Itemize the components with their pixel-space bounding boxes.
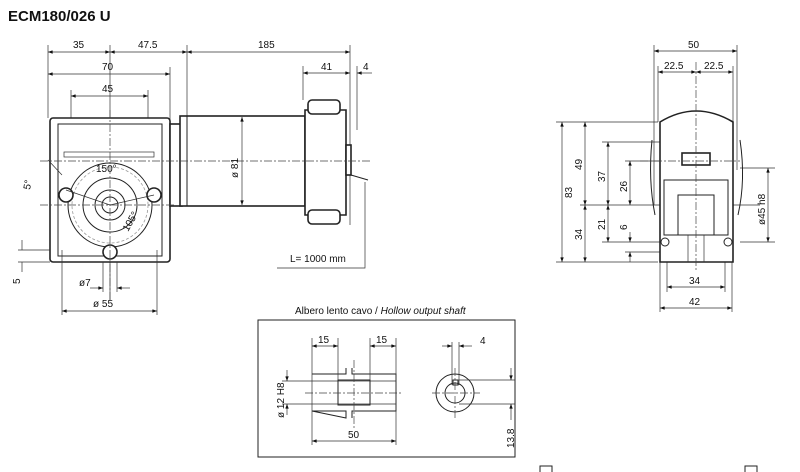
flange-diameter: ø 55 <box>93 299 113 310</box>
detail-frame <box>257 319 516 458</box>
dim-26: 26 <box>619 180 630 192</box>
dim-50: 50 <box>688 40 700 51</box>
dim-34-vertical: 34 <box>574 228 585 240</box>
drawing-title: ECM180/026 U <box>8 8 111 25</box>
hollow-shaft-detail: Albero lento cavo / Hollow output shaft … <box>257 306 517 458</box>
dim-45: 45 <box>102 84 114 95</box>
pilot-diameter: ø45 h8 <box>757 193 768 225</box>
dim-21: 21 <box>597 218 608 230</box>
gearbox-front <box>659 110 734 263</box>
dim-22-5-left: 22.5 <box>664 61 684 72</box>
dim-185: 185 <box>258 40 275 51</box>
dim-42: 42 <box>689 297 701 308</box>
bore-diameter: ø 12 H8 <box>276 382 287 418</box>
dim-70: 70 <box>102 62 114 73</box>
dim-5: 5 <box>12 278 23 284</box>
dim-15-right: 15 <box>376 335 388 346</box>
angle-150: 150° <box>96 164 117 175</box>
dim-47-5: 47.5 <box>138 40 158 51</box>
angle-5: 5° <box>22 179 34 190</box>
dim-83: 83 <box>564 186 575 198</box>
front-view: 50 22.5 22.5 83 49 34 37 21 26 6 ø45 h8 … <box>556 40 775 312</box>
dim-49: 49 <box>574 158 585 170</box>
dim-35: 35 <box>73 40 85 51</box>
cable <box>350 174 369 181</box>
hollow-shaft-caption-en: Hollow output shaft <box>381 306 467 317</box>
dim-6: 6 <box>619 224 630 230</box>
partial-box <box>539 465 553 472</box>
dim-15-left: 15 <box>318 335 330 346</box>
side-view: 35 47.5 185 70 45 41 4 150° 105° 5° <box>12 40 372 315</box>
hole-diameter: ø7 <box>79 278 91 289</box>
dim-41: 41 <box>321 62 333 73</box>
hollow-shaft-caption-it: Albero lento cavo / Hollow output shaft <box>295 306 467 317</box>
partial-box <box>744 465 758 472</box>
dim-50-shaft: 50 <box>348 430 360 441</box>
motor-end-cap <box>304 109 347 216</box>
cable-length: L= 1000 mm <box>290 254 346 265</box>
dim-4: 4 <box>363 62 369 73</box>
dim-34-bottom: 34 <box>689 276 701 287</box>
dim-37: 37 <box>597 170 608 182</box>
dim-22-5-right: 22.5 <box>704 61 724 72</box>
key-depth: 13.8 <box>506 428 517 448</box>
motor-diameter: ø 81 <box>230 158 241 178</box>
key-width: 4 <box>480 336 486 347</box>
